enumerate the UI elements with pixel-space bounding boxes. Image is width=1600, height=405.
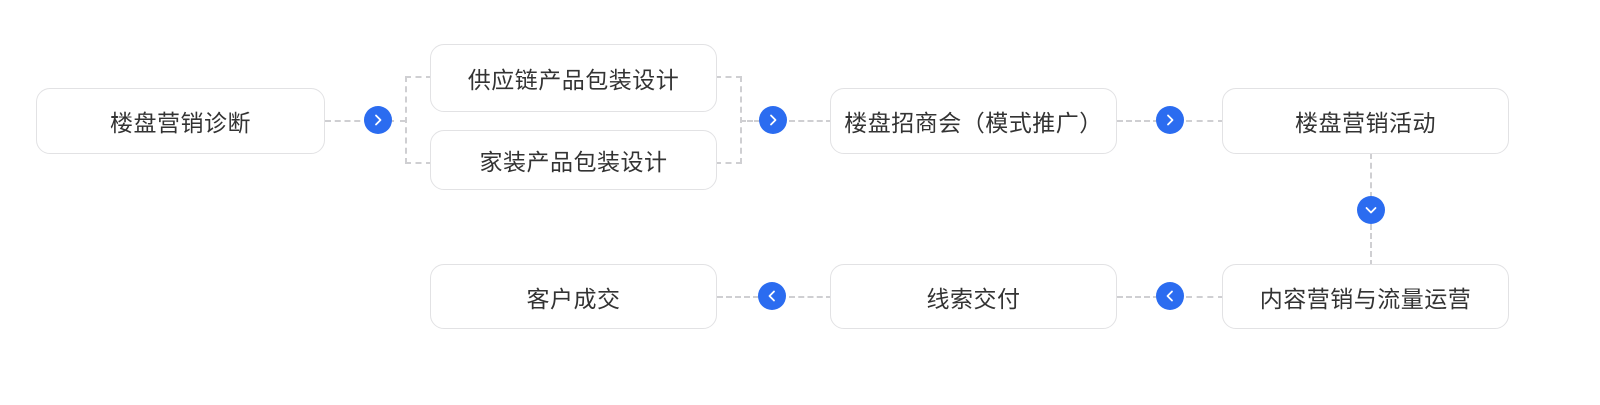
connector-line-n5-down	[1370, 153, 1372, 198]
chevron-right-icon-n4-to-n5[interactable]	[1156, 106, 1184, 134]
connector-line-merge-stub	[740, 120, 760, 122]
node-loupan-yingxiao-huodong[interactable]: 楼盘营销活动	[1222, 88, 1509, 154]
chevron-right-icon-n1-to-branch[interactable]	[364, 106, 392, 134]
connector-line-n8-in	[717, 296, 759, 298]
chevron-left-icon-n7-to-n8[interactable]	[758, 282, 786, 310]
connector-line-n2-to-merge	[715, 76, 742, 78]
connector-line-split-vertical	[405, 76, 407, 164]
node-loupan-zhaoshanghui[interactable]: 楼盘招商会（模式推广）	[830, 88, 1117, 154]
connector-line-merge-to-n4	[789, 120, 832, 122]
connector-line-n7-in	[1117, 296, 1159, 298]
node-label: 家装产品包装设计	[479, 149, 668, 175]
node-label: 内容营销与流量运营	[1259, 285, 1472, 312]
node-gongyinglian-chanpin-baozhuang-sheji[interactable]: 供应链产品包装设计	[430, 44, 717, 112]
node-label: 供应链产品包装设计	[467, 67, 680, 93]
node-label: 楼盘招商会（模式推广）	[844, 110, 1103, 136]
chevron-left-icon-n6-to-n7[interactable]	[1156, 282, 1184, 310]
connector-line-n6-out	[1186, 296, 1224, 298]
node-label: 楼盘营销活动	[1295, 110, 1436, 136]
node-label: 楼盘营销诊断	[110, 110, 251, 136]
node-xiansuo-jiaofu[interactable]: 线索交付	[830, 264, 1117, 329]
node-label: 客户成交	[526, 285, 621, 312]
connector-line-n7-out	[789, 296, 832, 298]
connector-line-n5-in	[1186, 120, 1224, 122]
connector-line-n3-to-merge	[715, 162, 742, 164]
node-jiazhuang-chanpin-baozhuang-sheji[interactable]: 家装产品包装设计	[430, 130, 717, 190]
node-neirong-yingxiao-liuliang-yunying[interactable]: 内容营销与流量运营	[1222, 264, 1509, 329]
connector-line-split-to-n2	[405, 76, 432, 78]
connector-line-n1-out	[325, 120, 370, 122]
node-loupan-yingxiao-zhenduan[interactable]: 楼盘营销诊断	[36, 88, 325, 154]
connector-line-n6-up	[1370, 224, 1372, 266]
connector-line-split-to-n3	[405, 162, 432, 164]
node-kehu-chengjiao[interactable]: 客户成交	[430, 264, 717, 329]
chevron-right-icon-branch-to-n4[interactable]	[759, 106, 787, 134]
connector-line-n4-out	[1117, 120, 1159, 122]
chevron-down-icon-n5-to-n6[interactable]	[1357, 196, 1385, 224]
connector-line-split-stub	[388, 120, 406, 122]
node-label: 线索交付	[926, 285, 1021, 312]
